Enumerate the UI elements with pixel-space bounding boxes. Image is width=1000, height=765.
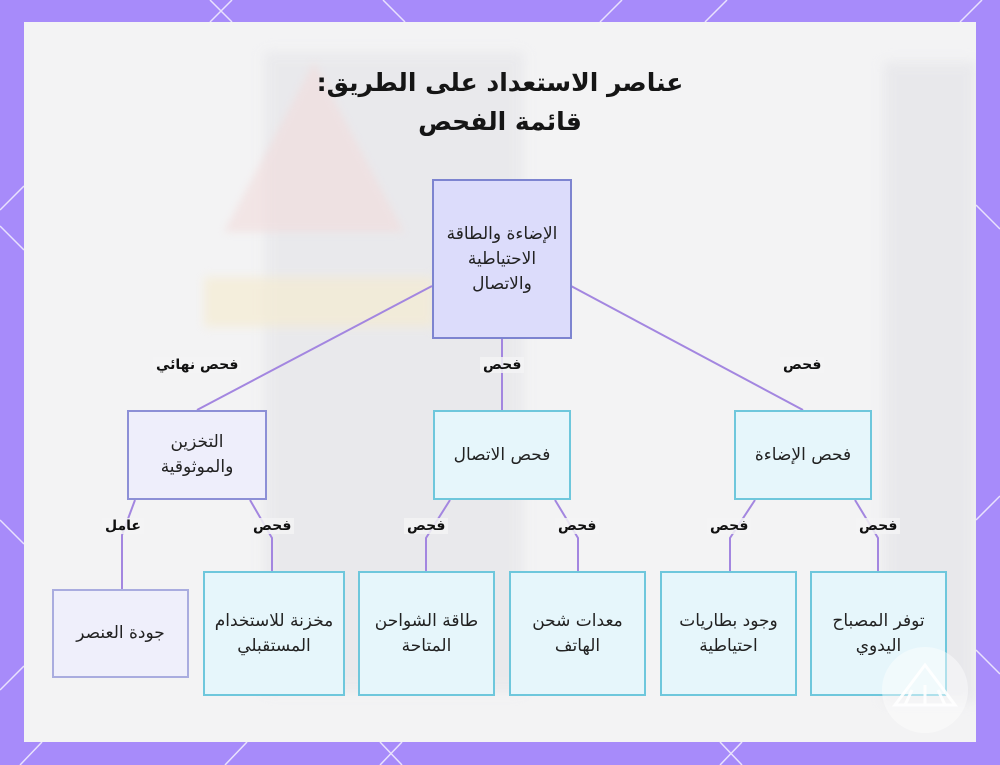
node-charger-power: طاقة الشواحن المتاحة [358, 571, 495, 696]
edge-label-check-comm: فحص [480, 357, 524, 373]
node-item-quality: جودة العنصر [52, 589, 189, 678]
node-flashlight: توفر المصباح اليدوي [810, 571, 947, 696]
node-phone-charger: معدات شحن الهاتف [509, 571, 646, 696]
edge-label-factor: عامل [102, 518, 144, 534]
node-comm-check: فحص الاتصال [433, 410, 571, 500]
node-backup-batteries: وجود بطاريات احتياطية [660, 571, 797, 696]
edge-storage-quality [122, 500, 135, 589]
edge-light-flashlight [855, 500, 878, 571]
page-title: عناصر الاستعداد على الطريق: [0, 68, 1000, 97]
edge-label-check-charger: فحص [404, 518, 448, 534]
edge-storage-future [250, 500, 272, 571]
edge-label-check-batteries: فحص [707, 518, 751, 534]
edge-label-check-phone: فحص [555, 518, 599, 534]
edge-root-storage [197, 286, 432, 410]
edge-comm-phone [555, 500, 578, 571]
edge-label-check-light: فحص [780, 357, 824, 373]
page-subtitle: قائمة الفحص [0, 107, 1000, 136]
edge-label-check-flashlight: فحص [856, 518, 900, 534]
node-light-check: فحص الإضاءة [734, 410, 872, 500]
node-storage-reliability: التخزين والموثوقية [127, 410, 267, 500]
node-storage-future: مخزنة للاستخدام المستقبلي [203, 571, 345, 696]
edge-light-batteries [730, 500, 755, 571]
edge-comm-charger [426, 500, 450, 571]
node-root: الإضاءة والطاقة الاحتياطية والاتصال [432, 179, 572, 339]
edge-label-final-check: فحص نهائي [153, 357, 241, 373]
edge-label-check-storage-future: فحص [250, 518, 294, 534]
edge-root-light [571, 286, 803, 410]
